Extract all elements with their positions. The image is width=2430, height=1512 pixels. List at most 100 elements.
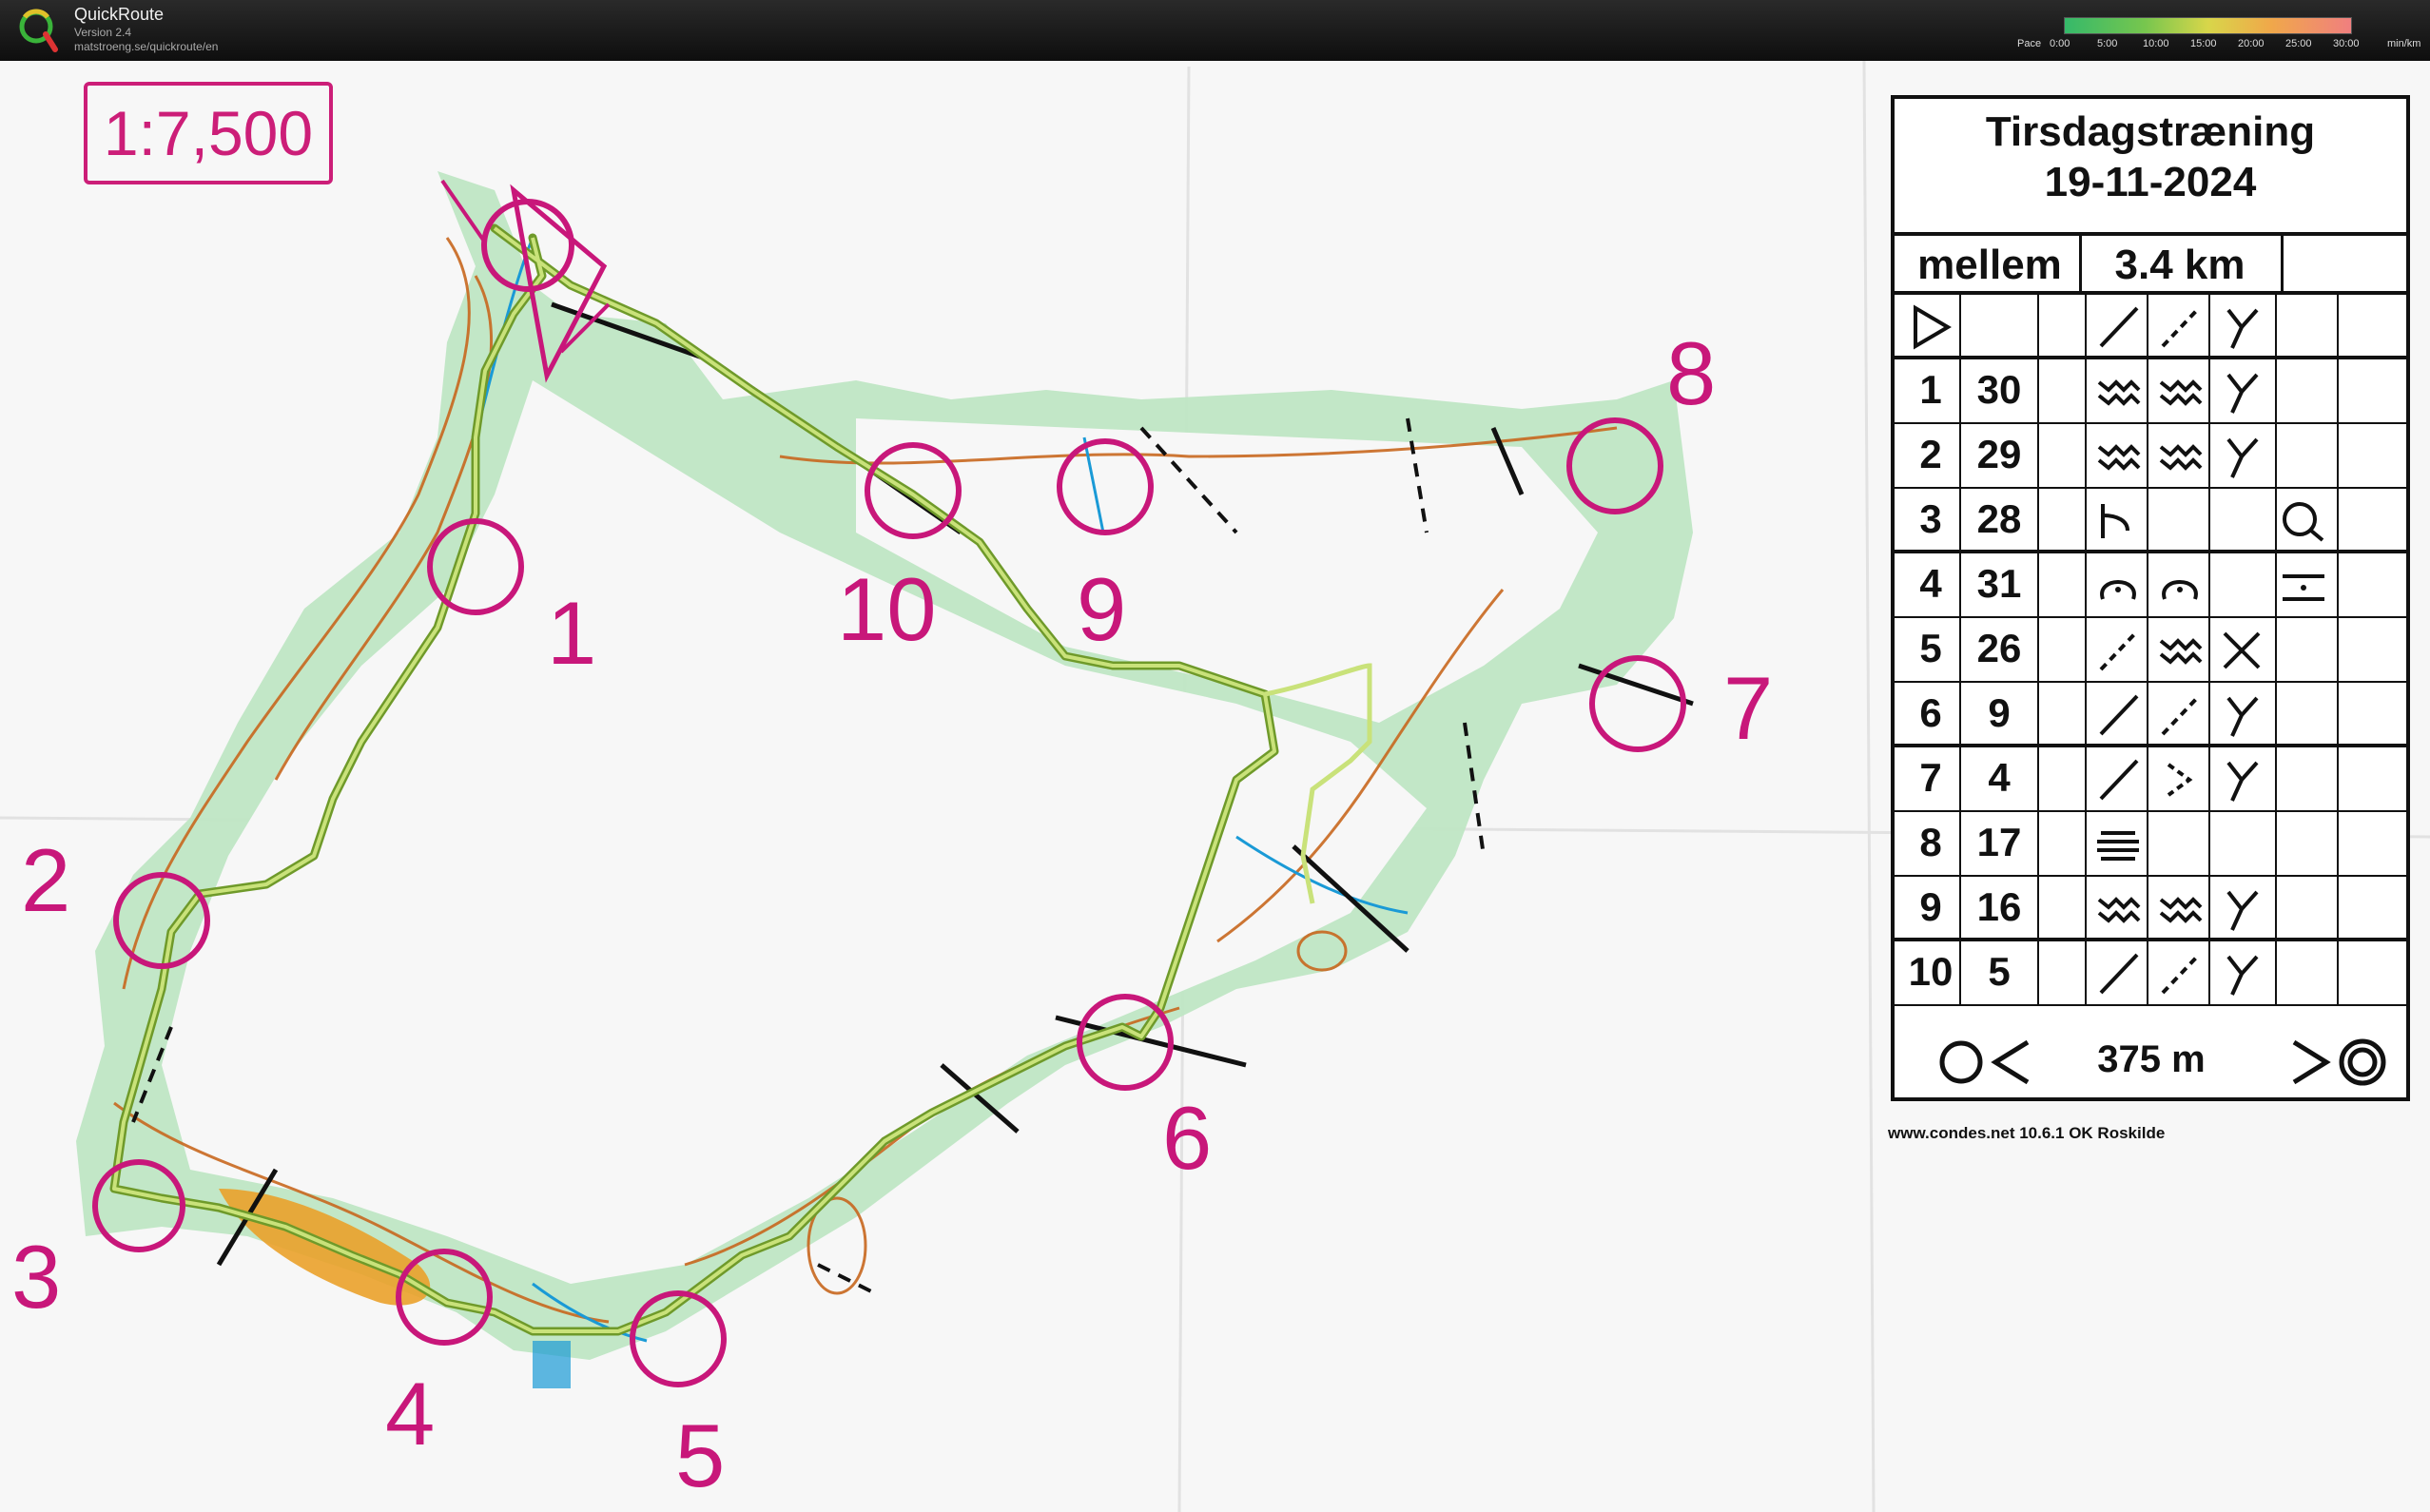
control-number-cell: 16	[1976, 884, 2022, 929]
control-label-9: 9	[1077, 559, 1127, 659]
control-number-cell: 31	[1976, 561, 2022, 606]
dashed-line-icon	[2161, 306, 2201, 348]
map-scale: 1:7,500	[84, 82, 333, 184]
ditch-icon	[2097, 897, 2141, 923]
card-footer: www.condes.net 10.6.1 OK Roskilde	[1888, 1124, 2166, 1142]
between-icon	[2283, 574, 2324, 601]
pace-unit: min/km	[2387, 38, 2421, 49]
dashed-line-icon	[2099, 630, 2139, 671]
junction-icon	[2226, 696, 2259, 737]
card-header-row: mellem 3.4 km	[1895, 232, 2406, 295]
control-circle-start	[481, 199, 574, 292]
control-label-1: 1	[547, 583, 597, 683]
finish-end-icon	[2292, 1038, 2386, 1086]
control-label-7: 7	[1723, 658, 1774, 758]
control-circle-3	[92, 1159, 185, 1252]
line-icon	[2099, 306, 2139, 348]
card-row: 2 29	[1895, 424, 2406, 489]
junction-icon	[2226, 308, 2259, 349]
app-titlebar: QuickRoute Version 2.4 matstroeng.se/qui…	[0, 0, 2430, 61]
orienteering-map[interactable]	[0, 61, 2430, 1512]
depression-icon	[2162, 580, 2198, 600]
control-number-cell: 5	[1988, 949, 2011, 994]
line-icon	[2099, 953, 2139, 995]
junction-icon	[2226, 373, 2259, 414]
junction-icon	[2226, 437, 2259, 478]
ditch-icon	[2159, 444, 2203, 471]
bend-icon	[2167, 763, 2193, 797]
card-finish-row: 375 m	[1895, 1027, 2406, 1097]
control-number-cell: 4	[1988, 755, 2011, 800]
control-number-cell: 30	[1976, 367, 2022, 412]
control-code-cell: 2	[1919, 432, 1942, 476]
control-label-3: 3	[11, 1227, 62, 1327]
card-course-class: mellem	[1917, 242, 2062, 288]
control-circle-6	[1077, 994, 1174, 1091]
control-label-5: 5	[675, 1405, 726, 1505]
control-code-cell: 7	[1919, 755, 1942, 800]
finish-distance: 375 m	[2097, 1038, 2206, 1080]
card-row: 9 16	[1895, 877, 2406, 941]
control-number-cell: 17	[1976, 820, 2022, 864]
dashed-line-icon	[2161, 694, 2201, 736]
card-row	[1895, 295, 2406, 359]
control-circles	[92, 199, 1686, 1387]
control-number-cell: 26	[1976, 626, 2022, 670]
marsh-icon	[2097, 831, 2139, 861]
start-triangle-icon	[510, 184, 608, 383]
control-label-4: 4	[385, 1364, 436, 1464]
control-number-cell: 9	[1988, 690, 2011, 735]
control-label-6: 6	[1162, 1088, 1213, 1188]
control-code-cell: 4	[1919, 561, 1942, 606]
start-triangle-icon	[1914, 304, 1952, 350]
ditch-icon	[2159, 638, 2203, 665]
card-course-length: 3.4 km	[2114, 242, 2245, 288]
dashed-line-icon	[2161, 953, 2201, 995]
line-icon	[2099, 759, 2139, 801]
card-row: 5 26	[1895, 618, 2406, 683]
pace-legend: Pace 0:00 5:00 10:00 15:00 20:00 25:00 3…	[1997, 15, 2425, 53]
app-url-link[interactable]: matstroeng.se/quickroute/en	[74, 40, 219, 53]
control-circle-10	[865, 442, 962, 539]
quickroute-logo-icon	[19, 9, 58, 52]
control-code-cell: 9	[1919, 884, 1942, 929]
finish-start-icon	[1939, 1039, 2030, 1085]
ditch-icon	[2097, 379, 2141, 406]
map-canvas[interactable]: 1:7,500 1 2 3 4 5 6 7 8 9 10 Tirsdagstræ…	[0, 61, 2430, 1512]
control-label-8: 8	[1666, 323, 1717, 423]
control-circle-9	[1057, 438, 1154, 535]
control-circle-1	[427, 518, 524, 615]
crossing-icon	[2223, 631, 2261, 669]
control-code-cell: 1	[1919, 367, 1942, 412]
junction-icon	[2226, 955, 2259, 996]
card-title: Tirsdagstræning 19-11-2024	[1895, 107, 2406, 207]
pace-color-scale	[2064, 17, 2352, 34]
pace-tick: 25:00	[2285, 38, 2312, 49]
ditch-icon	[2159, 379, 2203, 406]
control-circle-7	[1589, 655, 1686, 752]
card-event-name: Tirsdagstræning	[1985, 108, 2316, 155]
control-code-cell: 6	[1919, 690, 1942, 735]
spur-icon	[2101, 504, 2129, 538]
control-number-cell: 29	[1976, 432, 2022, 476]
pace-tick: 0:00	[2050, 38, 2070, 49]
card-row: 1 30	[1895, 359, 2406, 424]
control-circle-2	[113, 872, 210, 969]
junction-icon	[2226, 890, 2259, 931]
app-version: Version 2.4	[74, 26, 132, 39]
pace-label: Pace	[2017, 38, 2042, 49]
control-code-cell: 3	[1919, 496, 1942, 541]
control-circle-4	[396, 1249, 493, 1346]
card-event-date: 19-11-2024	[2044, 159, 2257, 205]
card-row: 4 31	[1895, 553, 2406, 618]
control-circle-8	[1566, 417, 1663, 514]
pace-tick: 15:00	[2190, 38, 2217, 49]
pace-tick: 5:00	[2097, 38, 2118, 49]
control-number-cell: 28	[1976, 496, 2022, 541]
control-code-cell: 5	[1919, 626, 1942, 670]
depression-icon	[2100, 580, 2136, 600]
